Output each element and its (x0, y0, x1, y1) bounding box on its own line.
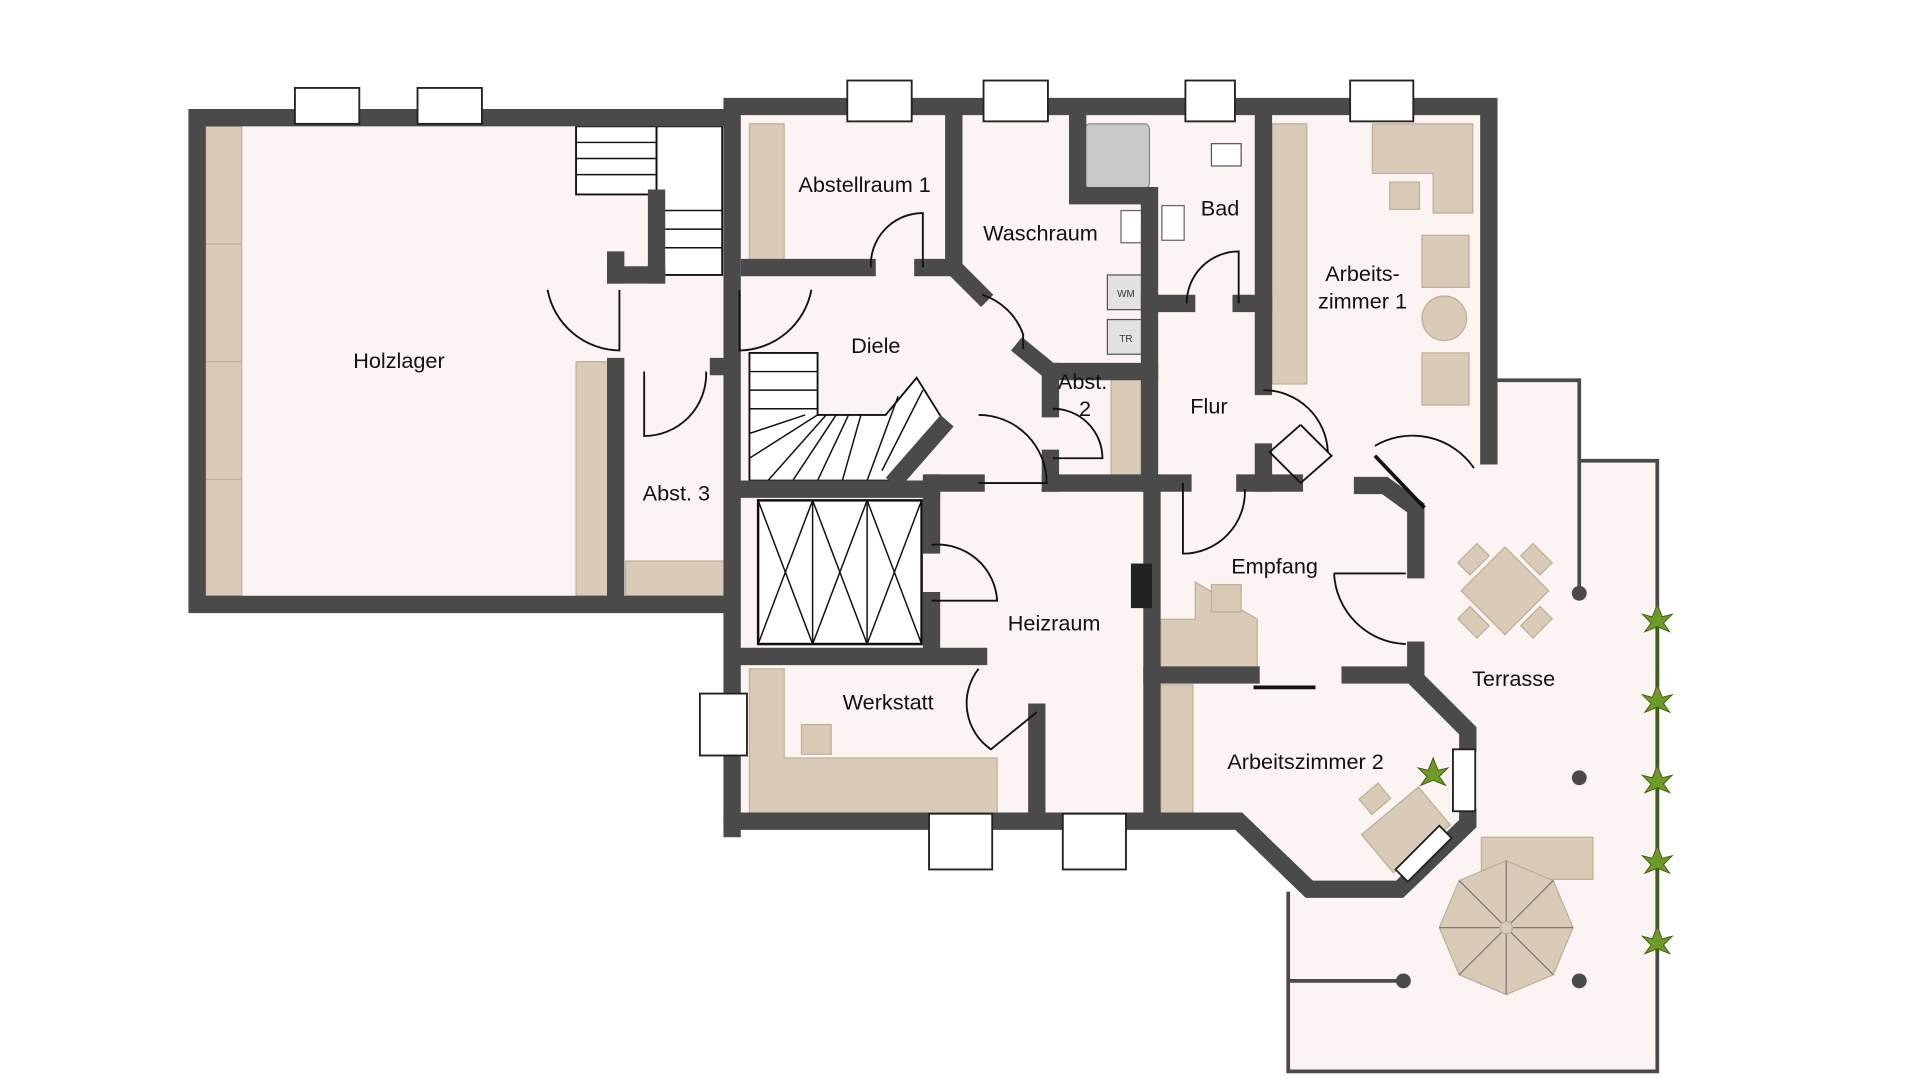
label-abst2-line1: Abst. (1058, 369, 1107, 394)
label-arbeitszimmer1-line2: zimmer 1 (1318, 288, 1407, 313)
washer-label: WM (1117, 289, 1135, 300)
dryer-label: TR (1119, 334, 1132, 345)
label-arbeitszimmer1-line1: Arbeits- (1325, 261, 1400, 286)
label-holzlager: Holzlager (353, 348, 444, 373)
label-flur: Flur (1190, 394, 1227, 419)
label-heizraum: Heizraum (1008, 610, 1101, 635)
label-terrasse: Terrasse (1472, 666, 1555, 691)
label-arbeitszimmer2: Arbeitszimmer 2 (1227, 749, 1383, 774)
windows (293, 79, 1477, 884)
label-waschraum: Waschraum (983, 220, 1098, 245)
label-empfang: Empfang (1231, 553, 1318, 578)
plant-icons (1416, 603, 1674, 955)
room-labels: Holzlager Abst. 3 Abstellraum 1 Waschrau… (353, 172, 1555, 774)
doors (546, 212, 1475, 751)
label-werkstatt: Werkstatt (843, 690, 934, 715)
label-diele: Diele (851, 333, 900, 358)
label-bad: Bad (1201, 196, 1240, 221)
furniture: WM TR (205, 123, 1594, 996)
label-abst2-line2: 2 (1079, 396, 1091, 421)
terrace-railing (1286, 378, 1660, 1074)
label-abstellraum1: Abstellraum 1 (798, 172, 930, 197)
label-abst3: Abst. 3 (643, 480, 710, 505)
